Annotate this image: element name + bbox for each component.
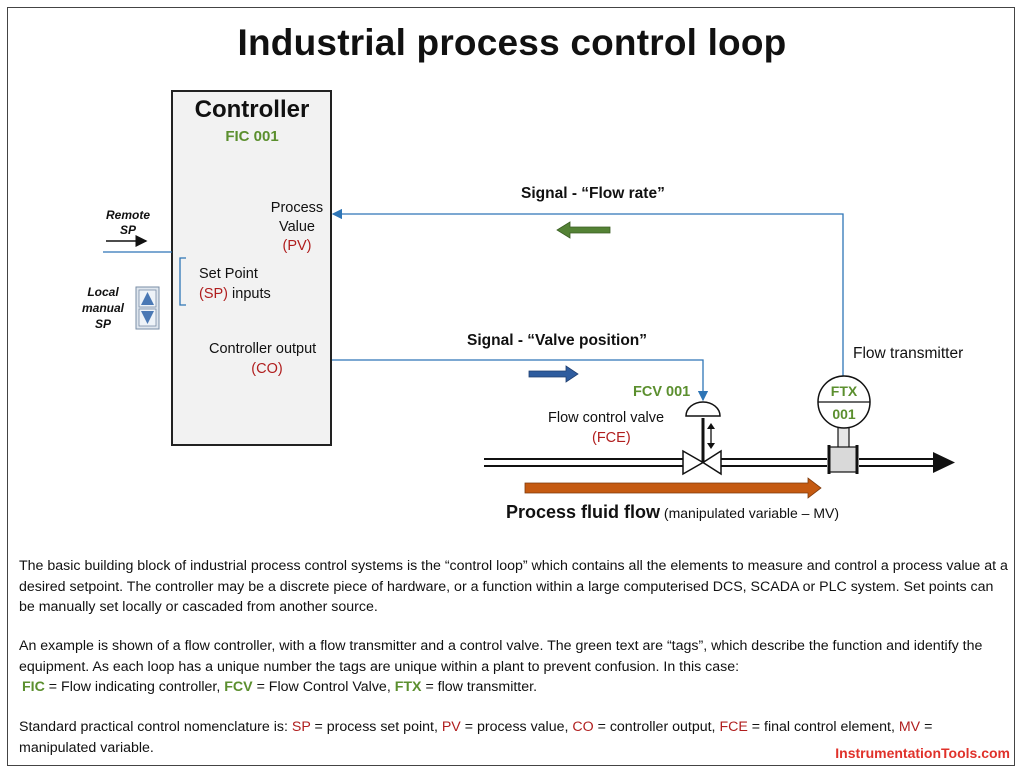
tag-fic-text: = Flow indicating controller, xyxy=(44,679,225,695)
tag-ftx: FTX xyxy=(394,679,422,695)
process-flow-label: Process fluid flow (manipulated variable… xyxy=(506,503,839,524)
paragraph-2: An example is shown of a flow controller… xyxy=(19,638,983,675)
valve-position-signal-line xyxy=(332,359,709,402)
local-sp-label-line1: Local xyxy=(87,285,119,299)
sp-label-line2: (SP) inputs xyxy=(199,285,271,304)
paragraph-1: The basic building block of industrial p… xyxy=(19,558,1008,615)
paragraph-3: FIC = Flow indicating controller, FCV = … xyxy=(22,677,1012,698)
valve-abbr: (FCE) xyxy=(592,430,631,446)
abbr-mv: MV xyxy=(898,719,921,735)
abbr-fce-text: = final control element, xyxy=(747,719,899,735)
diagram-title: Industrial process control loop xyxy=(237,22,787,63)
flow-transmitter-icon xyxy=(817,375,871,474)
valve-tag: FCV 001 xyxy=(633,384,691,400)
paragraph-4: Standard practical control nomenclature … xyxy=(19,717,1009,758)
sp-label-line1: Set Point xyxy=(199,266,258,282)
transmitter-tag-bottom: 001 xyxy=(832,406,856,422)
process-flow-arrow xyxy=(524,477,822,499)
tag-fcv: FCV xyxy=(224,679,253,695)
abbr-fce: FCE xyxy=(719,719,748,735)
remote-sp-label-line2: SP xyxy=(119,223,136,237)
co-abbr: (CO) xyxy=(251,361,283,377)
remote-sp-label-line1: Remote xyxy=(105,208,150,222)
process-flow-sub: (manipulated variable – MV) xyxy=(660,505,840,521)
nomenclature-intro: Standard practical control nomenclature … xyxy=(19,719,292,735)
abbr-pv-text: = process value, xyxy=(460,719,573,735)
valve-position-signal-label: Signal - “Valve position” xyxy=(467,332,648,349)
controller-title: Controller xyxy=(194,96,310,123)
brand-watermark: InstrumentationTools.com xyxy=(835,745,1010,761)
valve-label: Flow control valve xyxy=(548,410,665,426)
valve-position-direction-arrow xyxy=(528,365,579,383)
abbr-sp: SP xyxy=(291,719,311,735)
flow-rate-signal-label: Signal - “Flow rate” xyxy=(521,185,665,202)
control-valve-icon xyxy=(682,401,722,476)
abbr-pv: PV xyxy=(441,719,461,735)
process-pipe xyxy=(484,452,955,473)
sp-inputs-text: inputs xyxy=(228,286,271,302)
abbr-mv-text: = manipulated variable. xyxy=(19,719,933,756)
tag-ftx-text: = flow transmitter. xyxy=(421,679,538,695)
pv-abbr: (PV) xyxy=(282,238,312,254)
diagram-frame xyxy=(7,7,1015,766)
transmitter-tag-top: FTX xyxy=(830,383,858,399)
flow-rate-signal-line xyxy=(331,208,844,378)
sp-inputs-bracket xyxy=(179,257,186,306)
local-sp-label-line3: SP xyxy=(94,317,111,331)
sp-abbr: (SP) xyxy=(199,286,228,302)
local-sp-updown-icon xyxy=(135,286,160,330)
flow-rate-direction-arrow xyxy=(556,221,611,239)
controller-tag: FIC 001 xyxy=(225,128,279,145)
pv-label-line2: Value xyxy=(278,219,315,235)
tag-fic: FIC xyxy=(22,679,45,695)
pv-label-line1: Process xyxy=(270,200,324,216)
local-sp-label-line2: manual xyxy=(81,301,124,315)
process-flow-main: Process fluid flow xyxy=(506,502,661,522)
abbr-co-text: = controller output, xyxy=(593,719,720,735)
tag-fcv-text: = Flow Control Valve, xyxy=(252,679,395,695)
abbr-sp-text: = process set point, xyxy=(310,719,442,735)
abbr-co: CO xyxy=(572,719,594,735)
co-label: Controller output xyxy=(209,341,317,357)
controller-box xyxy=(171,90,332,446)
transmitter-label: Flow transmitter xyxy=(853,345,964,362)
